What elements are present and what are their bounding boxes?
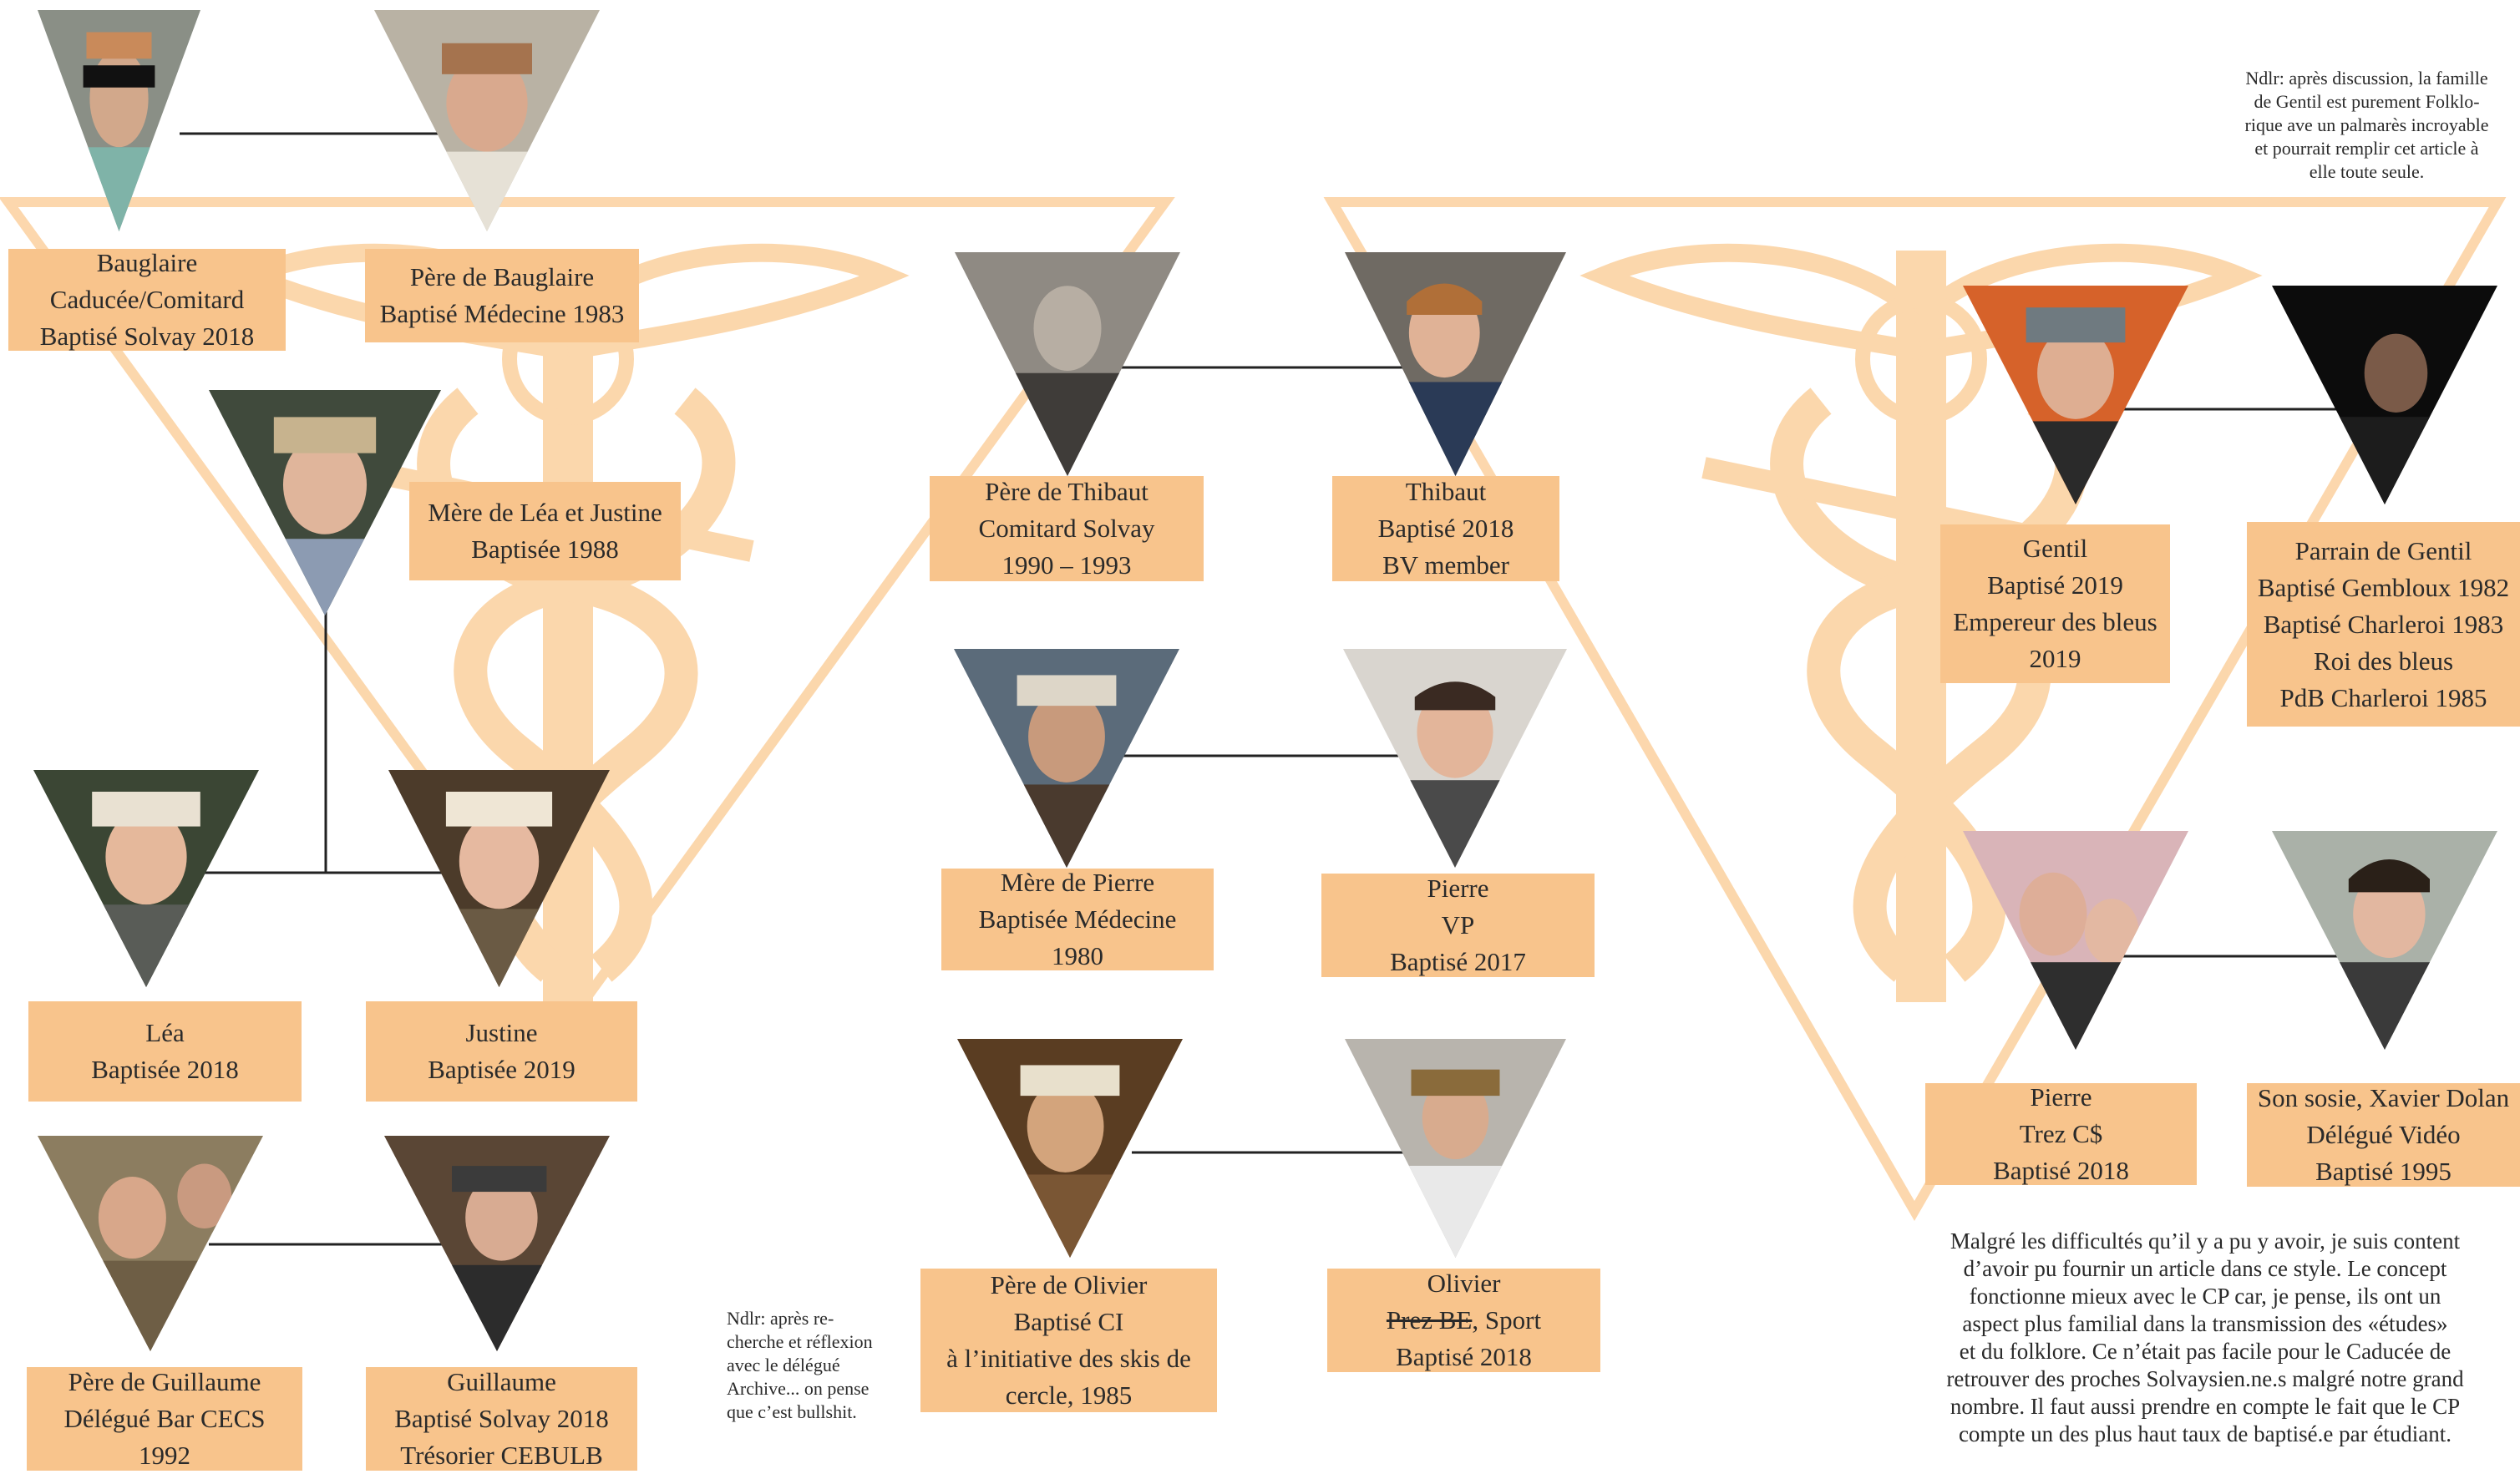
conclusion-paragraph: Malgré les difficultés qu’il y a pu y av… <box>1946 1228 2464 1446</box>
left-caduceus-icon <box>226 243 910 1002</box>
right-watermark-triangle <box>1323 197 2507 1221</box>
left-watermark-triangle <box>0 197 1175 1007</box>
label-olivier: Olivier Prez BE, Sport Baptisé 2018 <box>1327 1269 1600 1372</box>
